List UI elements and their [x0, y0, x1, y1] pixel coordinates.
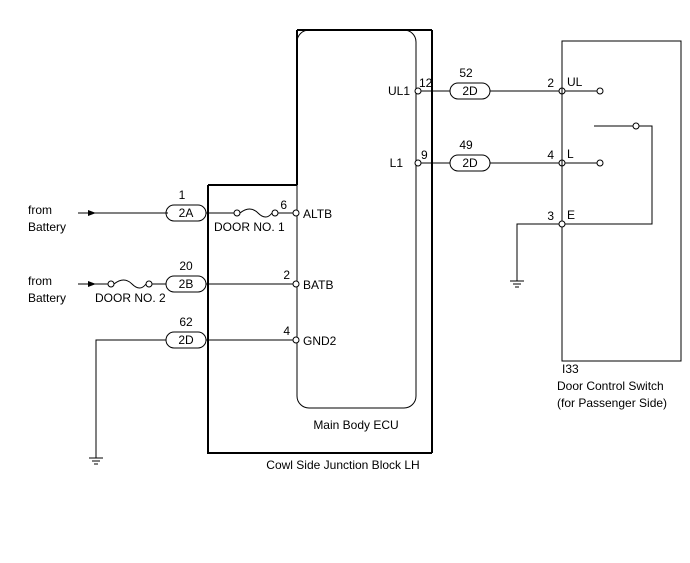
connector-2d-52-pin: 52: [459, 66, 473, 80]
junction-block-label: Cowl Side Junction Block LH: [266, 458, 419, 472]
ecu-pin-batb-name: BATB: [303, 278, 333, 292]
ecu-pin-ul1-number: 12: [419, 76, 433, 90]
switch-lever-return: [565, 125, 653, 225]
ecu-pin-gnd2-number: 4: [283, 324, 290, 338]
switch-pin-ul-name: UL: [567, 75, 583, 89]
ecu-pin-gnd2: [292, 336, 300, 344]
ecu-pin-altb: [292, 209, 300, 217]
fuse-door1-label: DOOR NO. 1: [214, 220, 285, 234]
switch-l-contact: [596, 159, 604, 167]
switch-pin-e-number: 3: [547, 209, 554, 223]
switch-lever-pivot: [632, 122, 640, 130]
connector-2d-49-pin: 49: [459, 138, 473, 152]
ecu-pin-batb: [292, 280, 300, 288]
switch-pin-e: [558, 220, 566, 228]
battery1-label: Battery: [28, 220, 66, 234]
ecu-pin-gnd2-name: GND2: [303, 334, 337, 348]
fuse2-terminal-right: [145, 280, 153, 288]
switch-pin-e-name: E: [567, 208, 575, 222]
ecu-pin-l1-number: 9: [421, 148, 428, 162]
connector-2d-49-code: 2D: [462, 156, 478, 170]
ecu-pin-batb-number: 2: [283, 268, 290, 282]
connector-2d-62-code: 2D: [178, 333, 194, 347]
ground-icon-left: [89, 457, 103, 465]
switch-ul-contact: [596, 87, 604, 95]
fuse1-terminal-left: [233, 209, 241, 217]
connector-2a-code: 2A: [179, 206, 194, 220]
connector-2d-62-pin: 62: [179, 315, 193, 329]
ecu-pin-l1-name: L1: [390, 156, 404, 170]
fuse-door2-icon: [113, 279, 147, 289]
switch-pin-ul-number: 2: [547, 76, 554, 90]
switch-side: (for Passenger Side): [557, 396, 667, 410]
battery2-from: from: [28, 274, 52, 288]
fuse-door1-icon: [239, 208, 273, 218]
switch-pin-l-name: L: [567, 147, 574, 161]
door-control-switch-box: [561, 40, 682, 362]
switch-ground-wire: [516, 223, 559, 281]
fuse2-terminal-left: [107, 280, 115, 288]
battery1-from: from: [28, 203, 52, 217]
switch-pin-l-number: 4: [547, 148, 554, 162]
ecu-pin-ul1-name: UL1: [388, 84, 410, 98]
switch-name: Door Control Switch: [557, 379, 664, 393]
cowl-side-junction-block-box: [207, 184, 432, 454]
switch-code: I33: [562, 362, 579, 376]
connector-2d-52-code: 2D: [462, 84, 478, 98]
battery1-arrow-icon: [88, 210, 96, 216]
ecu-label: Main Body ECU: [313, 418, 398, 432]
ground-icon-switch: [510, 280, 524, 288]
battery2-arrow-icon: [88, 281, 96, 287]
connector-2b-code: 2B: [179, 277, 194, 291]
ecu-pin-altb-number: 6: [280, 198, 287, 212]
fuse-door2-label: DOOR NO. 2: [95, 291, 166, 305]
ground-wire-left: [95, 339, 166, 458]
connector-2b-pin: 20: [179, 259, 193, 273]
ecu-pin-altb-name: ALTB: [303, 207, 332, 221]
battery2-label: Battery: [28, 291, 66, 305]
connector-2a-pin: 1: [179, 188, 186, 202]
fuse1-terminal-right: [271, 209, 279, 217]
